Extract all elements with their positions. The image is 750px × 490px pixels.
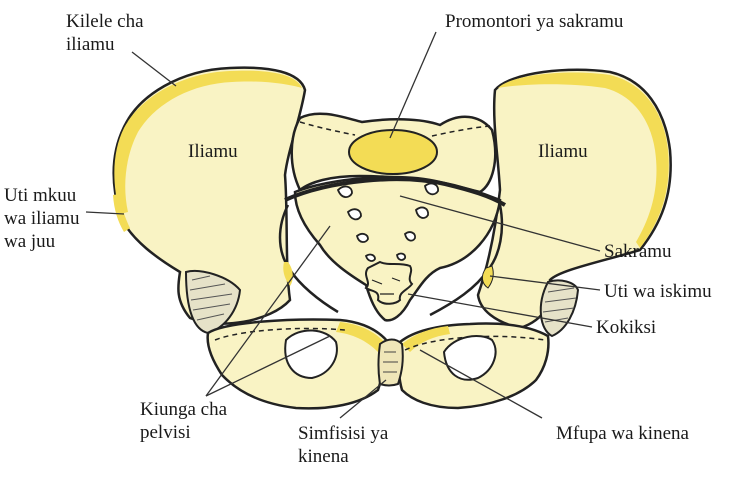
coccyx-bone — [364, 260, 414, 305]
label-pubic-symphysis: Simfisisi ya kinena — [298, 423, 389, 467]
sacral-promontory-body — [348, 129, 438, 175]
label-ischial-spine: Uti wa iskimu — [604, 281, 712, 302]
label-anterior-superior-iliac-spine: Uti mkuu wa iliamu wa juu — [4, 185, 80, 252]
left-pubic-highlight — [336, 322, 386, 352]
sacral-ala-dashed — [299, 121, 491, 137]
left-ilium-wing — [112, 66, 307, 325]
label-pubic-bone: Mfupa wa kinena — [556, 423, 689, 444]
leader-lines — [85, 31, 601, 419]
label-coccyx: Kokiksi — [596, 317, 657, 338]
left-asis-highlight — [113, 194, 130, 232]
right-acetabulum — [539, 279, 580, 338]
label-ilium-left: Iliamu — [188, 141, 238, 162]
left-acetabulum — [184, 270, 242, 335]
right-obturator-foramen — [442, 335, 497, 381]
pelvic-brim-line — [284, 177, 507, 207]
label-sacral-promontory: Promontori ya sakramu — [445, 11, 624, 32]
right-ischial-spine-highlight — [481, 265, 494, 289]
right-pubic-highlight — [402, 326, 450, 352]
label-pelvic-brim: Kiunga cha pelvisi — [140, 399, 228, 443]
left-iliac-crest — [114, 70, 302, 214]
label-sacrum: Sakramu — [604, 241, 672, 262]
label-iliac-crest: Kilele cha iliamu — [66, 11, 144, 55]
sacral-foramina — [336, 182, 439, 262]
left-obturator-foramen — [284, 329, 338, 380]
label-ilium-right: Iliamu — [538, 141, 588, 162]
